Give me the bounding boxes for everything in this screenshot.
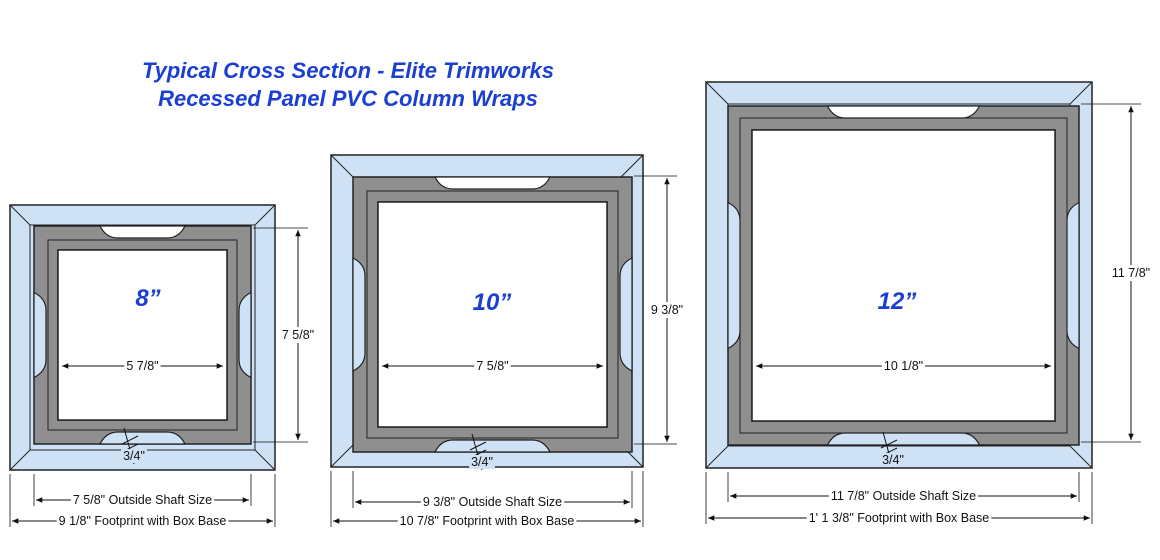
thickness-slash <box>121 435 139 445</box>
dimension-label-backdrop <box>397 514 577 528</box>
dimension-label-backdrop <box>880 453 906 467</box>
mitre-line <box>1069 445 1093 469</box>
height-dimension-label: 9 3/8" <box>651 303 683 317</box>
mitre-line <box>1069 81 1093 105</box>
shaft-interior <box>57 249 228 421</box>
dimension-label-backdrop <box>56 514 229 528</box>
dimension-label-backdrop <box>474 359 511 373</box>
recessed-panel-left <box>352 257 366 372</box>
footprint-dimension-label: 9 1/8" Footprint with Box Base <box>59 514 227 528</box>
mitre-line <box>705 81 729 105</box>
mitre-line <box>705 445 729 469</box>
height-dimension-label: 7 5/8" <box>282 328 314 342</box>
thickness-dimension-label: 3/4" <box>471 455 493 469</box>
recessed-panel-right <box>1066 201 1080 350</box>
recessed-panel-top <box>826 105 981 119</box>
panel-trim-line <box>366 190 619 439</box>
mitre-line <box>9 449 31 471</box>
outside-shaft-dimension-label: 7 5/8" Outside Shaft Size <box>73 493 212 507</box>
dimension-label-backdrop <box>881 359 926 373</box>
recessed-panel-bottom <box>826 432 981 446</box>
shaft-interior <box>751 129 1056 422</box>
mitre-line <box>9 204 31 226</box>
recessed-panel-top <box>99 225 186 239</box>
dimension-label-backdrop <box>121 449 147 463</box>
footprint-dimension-label: 10 7/8" Footprint with Box Base <box>400 514 575 528</box>
dimension-label-backdrop <box>828 489 979 503</box>
column-size-label: 8” <box>135 285 160 312</box>
recessed-panel-left <box>33 291 47 379</box>
shaft-interior <box>377 201 608 428</box>
height-label-backdrop <box>1113 265 1149 281</box>
height-label-backdrop <box>649 302 685 318</box>
recessed-panel-top <box>434 176 551 190</box>
inner-width-dimension-label: 5 7/8" <box>126 359 158 373</box>
recessed-panel-bottom <box>434 439 551 453</box>
thickness-slash <box>880 439 898 449</box>
mitre-line <box>619 154 644 179</box>
thickness-dimension-label: 3/4" <box>882 453 904 467</box>
mitre-line <box>254 449 276 471</box>
column-wrap-2: 10” 7 5/8" 9 3/8" 3/4" 9 3/8" Outside Shaft … <box>330 154 685 528</box>
recessed-panel-right <box>238 291 252 379</box>
column-size-label: 10” <box>473 289 512 316</box>
height-label-backdrop <box>280 327 316 343</box>
outside-shaft-dimension-label: 11 7/8" Outside Shaft Size <box>831 489 976 503</box>
diagram-title-line-2: Recessed Panel PVC Column Wraps <box>158 86 538 111</box>
dimension-label-backdrop <box>469 455 495 469</box>
diagram-title-line-1: Typical Cross Section - Elite Trimworks <box>142 58 554 83</box>
mitre-line <box>330 443 355 468</box>
thickness-dimension-label: 3/4" <box>123 449 145 463</box>
column-wrap-3: 12” 10 1/8" 11 7/8" 3/4" 11 7/8" Outside Sha… <box>705 81 1150 525</box>
recessed-panel-right <box>619 257 633 372</box>
recessed-panel-left <box>727 201 741 350</box>
column-wrap-1: 8” 5 7/8" 7 5/8" 3/4" 7 5/8" Outside Shaft S… <box>9 204 316 528</box>
dimension-label-backdrop <box>124 359 161 373</box>
recessed-panel-bottom <box>99 431 186 445</box>
columns-layer: 8” 5 7/8" 7 5/8" 3/4" 7 5/8" Outside Shaft S… <box>9 81 1150 528</box>
mitre-line <box>330 154 355 179</box>
footprint-dimension-label: 1' 1 3/8" Footprint with Box Base <box>809 511 990 525</box>
inner-width-dimension-label: 7 5/8" <box>476 359 508 373</box>
dimension-label-backdrop <box>806 511 992 525</box>
column-size-label: 12” <box>878 288 917 315</box>
dimension-label-backdrop <box>70 493 215 507</box>
thickness-slash <box>469 441 487 451</box>
mitre-line <box>254 204 276 226</box>
inner-width-dimension-label: 10 1/8" <box>884 359 923 373</box>
dimension-label-backdrop <box>420 495 565 509</box>
outside-shaft-dimension-label: 9 3/8" Outside Shaft Size <box>423 495 562 509</box>
height-dimension-label: 11 7/8" <box>1112 266 1150 280</box>
panel-trim-line <box>47 239 238 431</box>
